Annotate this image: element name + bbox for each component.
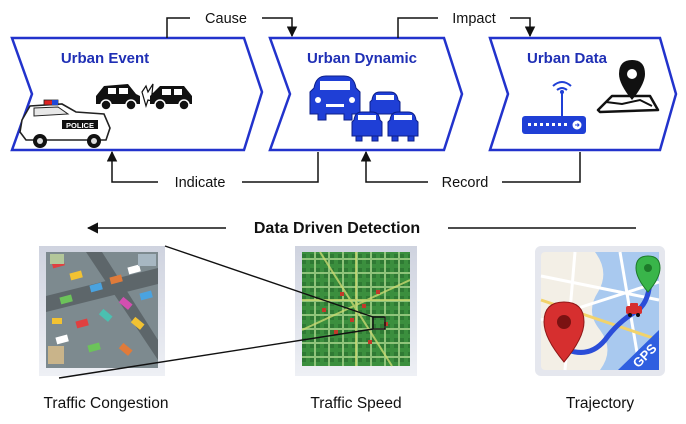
node-urban-event: Urban Event POLICE (10, 36, 264, 152)
green-pin-icon (635, 255, 661, 293)
car-crash-icon (96, 83, 192, 111)
node-urban-dynamic: Urban Dynamic (268, 36, 464, 152)
caption-speed: Traffic Speed (310, 395, 401, 412)
car-marker-icon (626, 303, 642, 317)
detection-arrow: Data Driven Detection (86, 220, 636, 237)
edge-impact-label: Impact (452, 11, 496, 27)
edge-record: Record (360, 150, 581, 191)
edge-indicate-label: Indicate (175, 175, 226, 191)
detection-label: Data Driven Detection (254, 220, 420, 237)
gps-route (565, 279, 653, 355)
caption-trajectory: Trajectory (566, 395, 635, 412)
zoom-lines (58, 245, 374, 379)
speed-zoom-box (372, 316, 386, 330)
traffic-cars-icon (309, 75, 419, 142)
trajectory-image: GPS (535, 246, 665, 376)
police-label: POLICE (66, 121, 94, 130)
edge-impact: Impact (397, 11, 536, 38)
node-urban-data: Urban Data (488, 36, 678, 152)
congestion-image (39, 246, 165, 376)
edge-cause-label: Cause (205, 11, 247, 27)
congestion-buildings (48, 254, 156, 364)
speed-hotspots (322, 290, 388, 344)
urban-event-title: Urban Event (61, 50, 149, 67)
urban-dynamic-title: Urban Dynamic (307, 50, 417, 67)
caption-congestion: Traffic Congestion (44, 395, 169, 412)
edge-indicate: Indicate (106, 150, 319, 191)
map-pin-icon (596, 60, 660, 114)
router-icon (522, 81, 586, 134)
police-car-icon: POLICE (19, 99, 111, 148)
edge-cause: Cause (166, 11, 298, 38)
edge-record-label: Record (442, 175, 489, 191)
red-pin-icon (543, 301, 585, 363)
urban-data-title: Urban Data (527, 50, 608, 67)
